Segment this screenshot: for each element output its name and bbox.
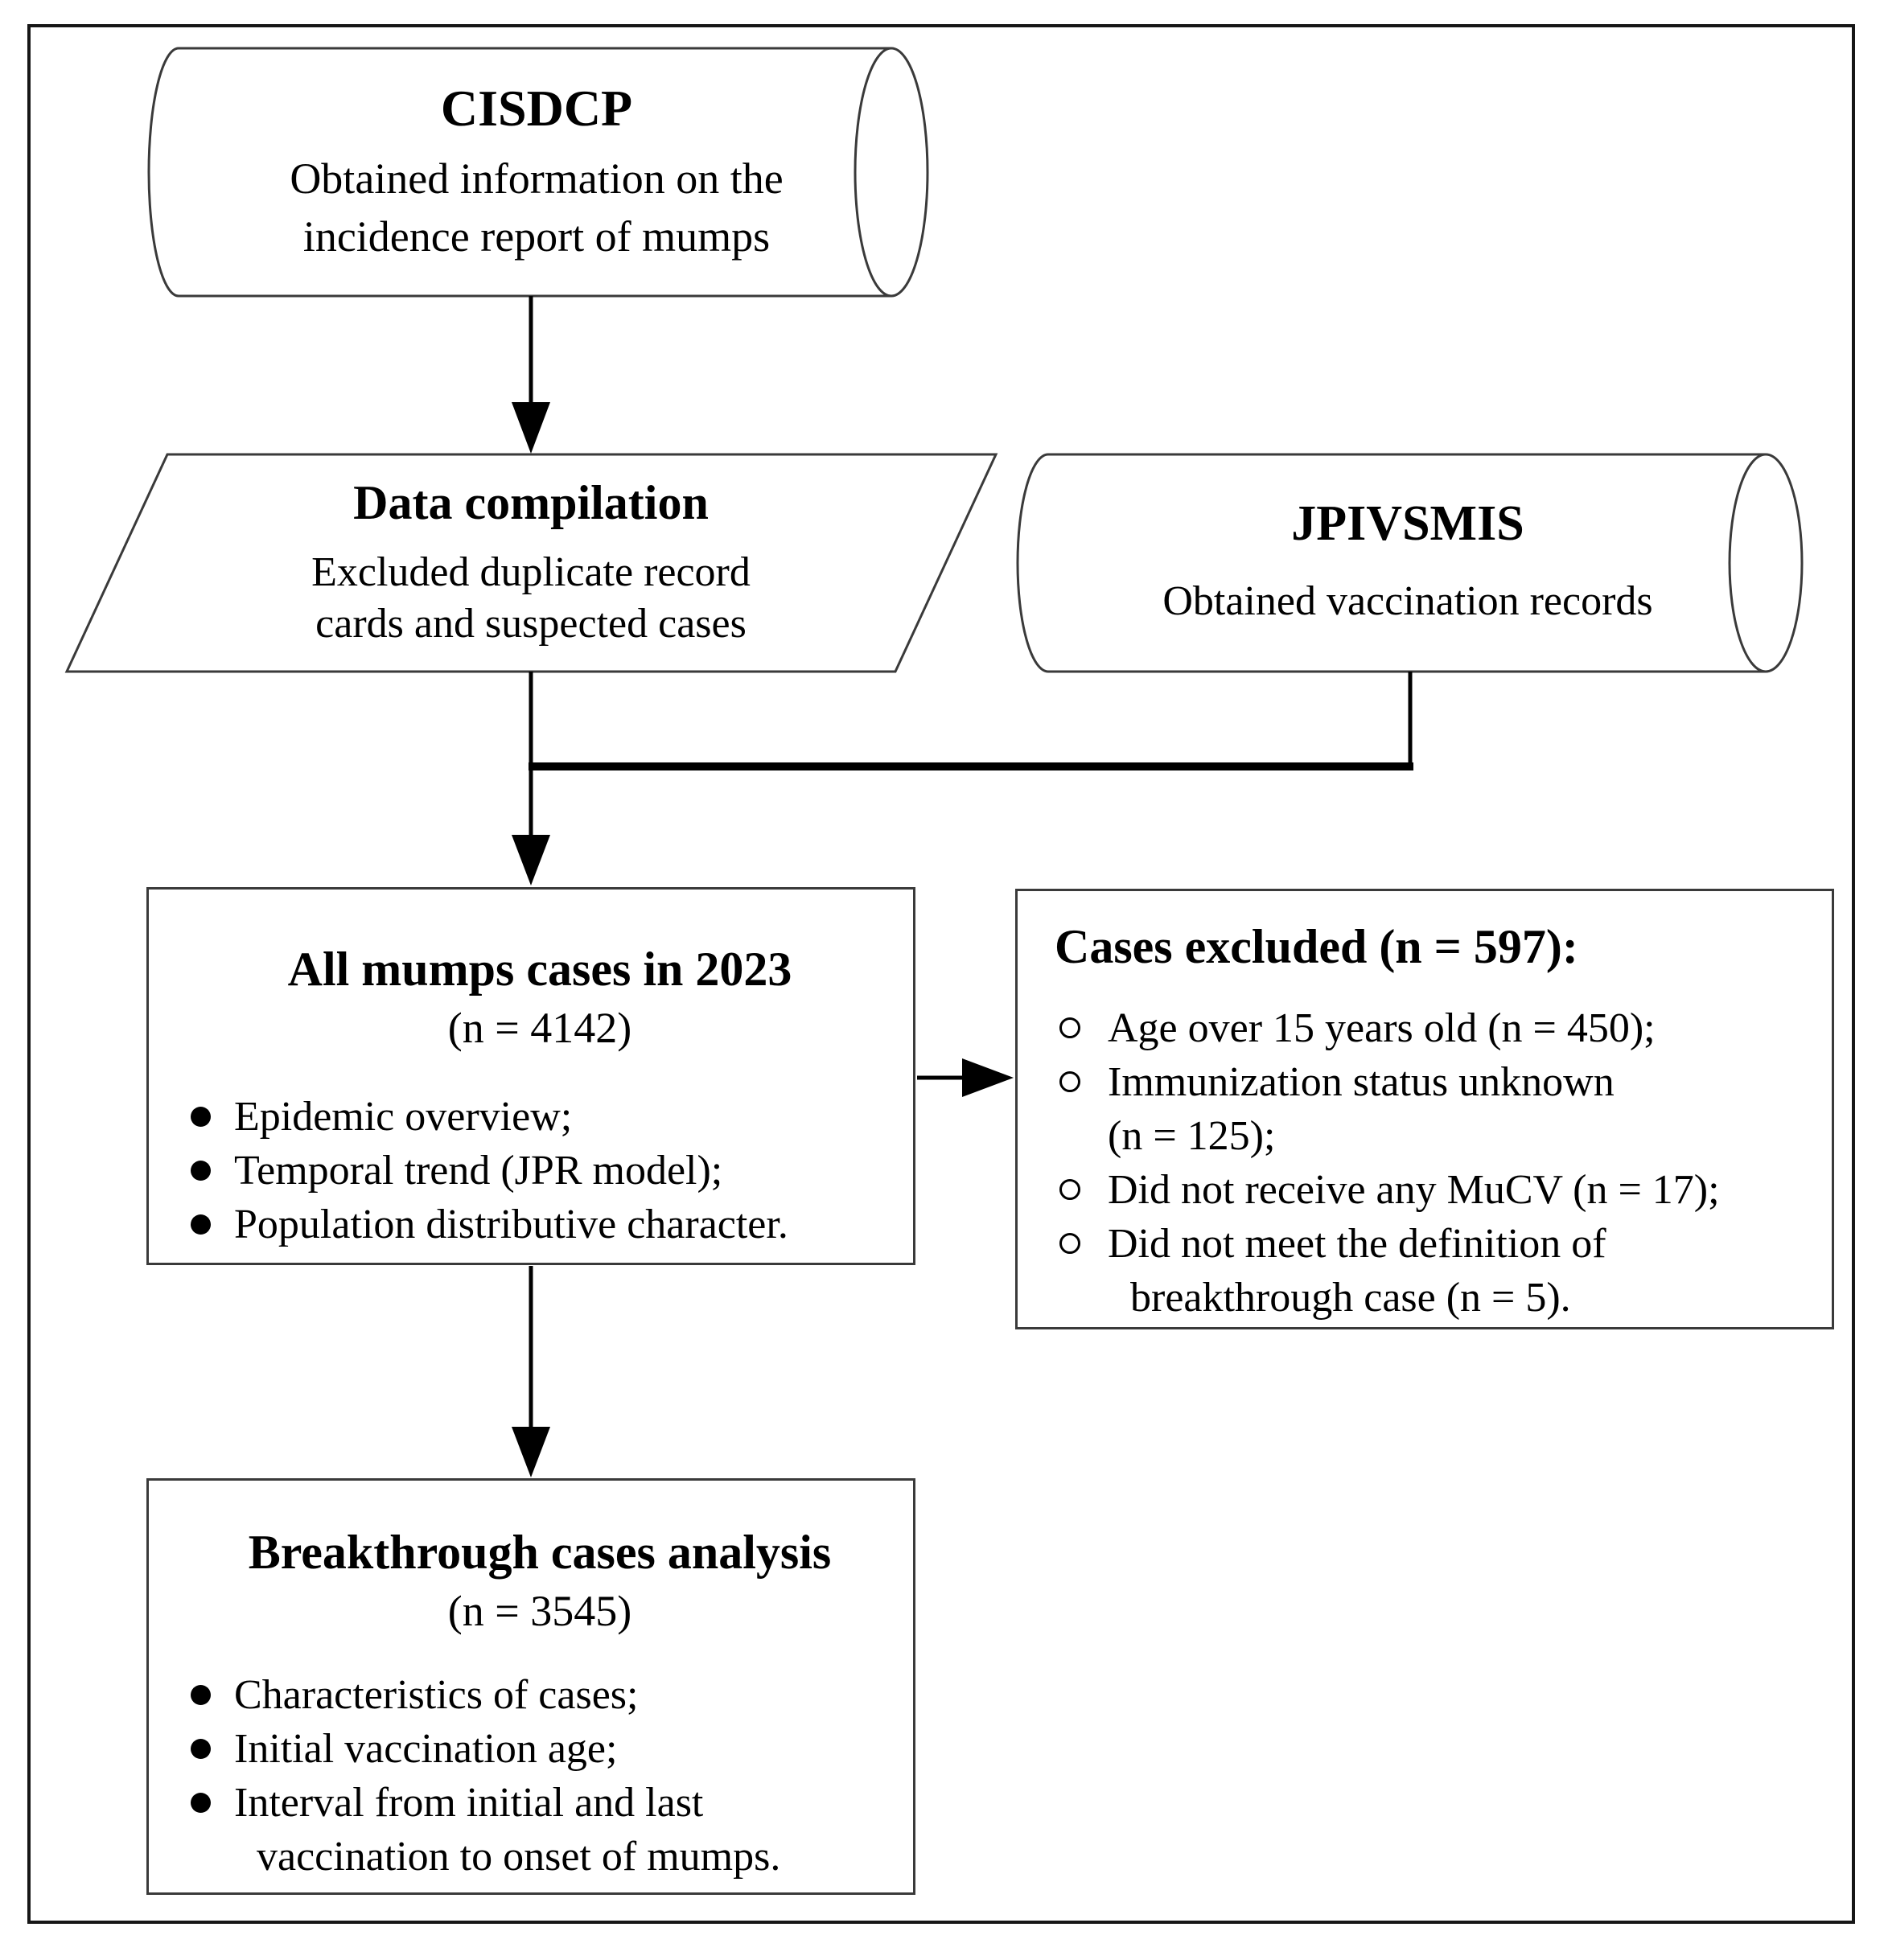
list-item: Did not receive any MuCV (n = 17); [1055,1163,1816,1217]
bullet-dot-icon [191,1792,211,1813]
jpivsmis-cylinder-rim [1728,453,1767,673]
list-item: Did not meet the definition of breakthro… [1055,1217,1816,1325]
bullet-dot-icon [191,1738,211,1759]
data-compilation-subtitle-line-1: Excluded duplicate record [311,549,751,595]
breakthrough-title: Breakthrough cases analysis [248,1526,832,1579]
arrow-cisdcp-to-compilation-head [512,402,550,454]
list-item: Temporal trend (JPR model); [181,1144,899,1198]
list-item-text: Population distributive character. [234,1201,788,1247]
list-item: Population distributive character. [181,1198,899,1251]
bullet-dot-icon [191,1214,211,1235]
bullet-circle-icon [1059,1071,1080,1093]
jpivsmis-subtitle: Obtained vaccination records [1162,573,1652,631]
list-item: Epidemic overview; [181,1090,899,1144]
all-mumps-cases-box: All mumps cases in 2023 (n = 4142) Epide… [146,887,915,1265]
list-item-text: Age over 15 years old (n = 450); [1108,1005,1656,1052]
breakthrough-bullet-list: Characteristics of cases; Initial vaccin… [181,1668,899,1884]
cisdcp-subtitle-line-2: incidence report of mumps [302,212,771,261]
cases-excluded-box: Cases excluded (n = 597): Age over 15 ye… [1015,889,1834,1329]
data-compilation-parallelogram-shape [64,453,998,673]
cisdcp-cylinder-rim [854,47,892,298]
data-compilation-subtitle: Excluded duplicate record cards and susp… [311,547,751,650]
cisdcp-subtitle: Obtained information on the incidence re… [290,150,783,265]
list-item-text: Epidemic overview; [234,1093,573,1140]
cisdcp-title: CISDCP [440,80,633,138]
cases-excluded-bullet-list: Age over 15 years old (n = 450); Immuniz… [1055,1001,1816,1325]
list-item-text: Did not receive any MuCV (n = 17); [1108,1167,1720,1214]
list-item-text: Characteristics of cases; [234,1671,639,1718]
cisdcp-node: CISDCP Obtained information on the incid… [185,53,888,291]
all-mumps-count: (n = 4142) [447,1004,632,1053]
cases-excluded-title: Cases excluded (n = 597): [1055,920,1578,973]
data-compilation-title: Data compilation [353,476,709,529]
list-item: Initial vaccination age; [181,1722,899,1776]
data-compilation-node: Data compilation Excluded duplicate reco… [169,460,893,666]
list-item-text: Temporal trend (JPR model); [234,1147,723,1194]
jpivsmis-title: JPIVSMIS [1291,496,1524,552]
bullet-circle-icon [1059,1233,1080,1255]
list-item-text: Interval from initial and last [234,1779,704,1826]
list-item-text-cont: breakthrough case (n = 5). [1130,1275,1571,1321]
bullet-circle-icon [1059,1017,1080,1039]
list-item-text: Immunization status unknown [1108,1059,1615,1106]
outer-border [27,24,1855,1924]
bullet-dot-icon [191,1684,211,1705]
bullet-circle-icon [1059,1179,1080,1201]
arrow-mumps-to-excluded-head [962,1058,1014,1097]
list-item: Interval from initial and last vaccinati… [181,1776,899,1884]
arrow-mumps-to-breakthrough-head [512,1427,550,1477]
breakthrough-count: (n = 3545) [447,1587,632,1636]
list-item-text: Did not meet the definition of [1108,1221,1606,1268]
jpivsmis-subtitle-line-1: Obtained vaccination records [1162,577,1653,624]
jpivsmis-node: JPIVSMIS Obtained vaccination records [1054,465,1762,661]
arrow-compilation-to-mumps-head [512,835,550,885]
data-compilation-subtitle-line-2: cards and suspected cases [315,601,747,647]
list-item-text-cont: vaccination to onset of mumps. [257,1833,781,1880]
list-item: Characteristics of cases; [181,1668,899,1722]
bullet-dot-icon [191,1160,211,1181]
list-item-text-cont: (n = 125); [1108,1113,1276,1160]
list-item: Age over 15 years old (n = 450); [1055,1001,1816,1055]
all-mumps-bullet-list: Epidemic overview; Temporal trend (JPR m… [181,1090,899,1251]
breakthrough-analysis-box: Breakthrough cases analysis (n = 3545) C… [146,1478,915,1895]
cisdcp-subtitle-line-1: Obtained information on the [290,154,784,203]
list-item-text: Initial vaccination age; [234,1725,618,1772]
bullet-dot-icon [191,1106,211,1127]
all-mumps-title: All mumps cases in 2023 [287,943,792,996]
list-item: Immunization status unknown (n = 125); [1055,1055,1816,1163]
